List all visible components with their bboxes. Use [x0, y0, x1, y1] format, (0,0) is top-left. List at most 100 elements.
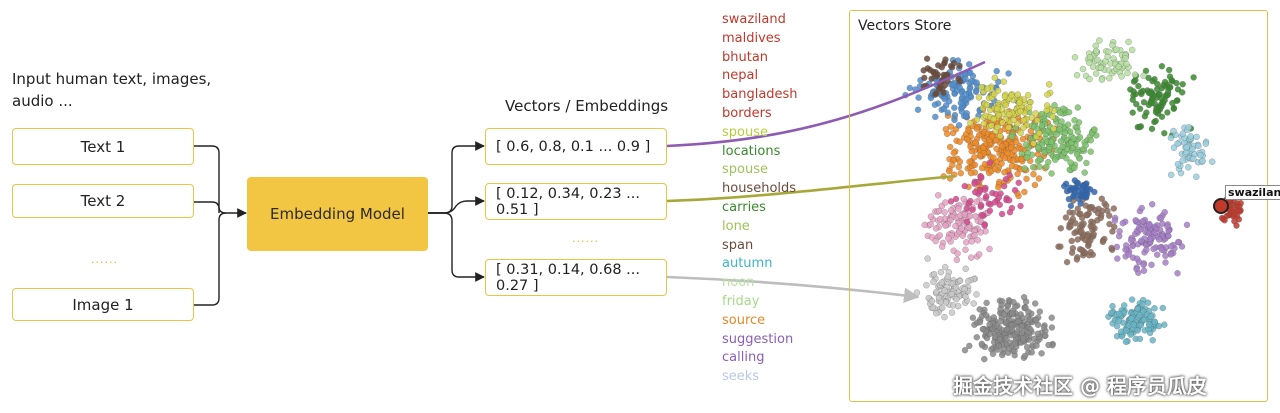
embedding-point: [972, 139, 979, 146]
embedding-point: [1148, 125, 1156, 133]
embedding-point: [953, 295, 960, 303]
embedding-point: [973, 79, 980, 86]
embedding-point: [1030, 171, 1037, 178]
embedding-point: [950, 149, 957, 157]
embedding-point: [965, 127, 972, 134]
vectors-store-title: Vectors Store: [858, 18, 952, 34]
embedding-point: [1033, 317, 1040, 324]
embedding-point: [960, 195, 967, 203]
embedding-point: [966, 342, 973, 350]
embedding-point: [1158, 63, 1166, 70]
connector-model-vec1: [428, 141, 485, 214]
embedding-point: [1066, 209, 1073, 216]
embedding-point: [923, 282, 930, 289]
embedding-point: [1149, 201, 1156, 208]
embedding-point: [1036, 163, 1043, 170]
embedding-point: [973, 334, 980, 341]
embedding-point: [947, 143, 954, 151]
embedding-point: [1020, 117, 1027, 124]
embedding-point: [966, 158, 973, 165]
embedding-point: [1083, 211, 1090, 219]
embedding-point: [999, 142, 1006, 150]
vectors-store-frame: [849, 10, 1268, 402]
embedding-point: [1071, 164, 1078, 172]
embedding-point: [997, 318, 1004, 325]
embedding-point: [984, 85, 991, 92]
embedding-point: [991, 74, 998, 81]
embedding-point: [1076, 134, 1084, 141]
embedding-point: [990, 154, 997, 161]
embedding-point: [1001, 154, 1009, 162]
embedding-point: [1164, 223, 1171, 230]
embedding-point: [955, 122, 963, 129]
embedding-point: [954, 250, 961, 257]
embedding-point: [1164, 109, 1171, 116]
embedding-point: [933, 310, 940, 317]
embedding-point: [1005, 124, 1012, 131]
embedding-point: [931, 101, 939, 108]
embedding-point: [932, 237, 939, 245]
embedding-point: [983, 101, 991, 109]
word-item: noon: [722, 275, 755, 291]
embedding-point: [975, 94, 983, 101]
embedding-point: [988, 122, 995, 129]
embedding-point: [1034, 117, 1041, 124]
embedding-point: [1042, 332, 1049, 339]
embedding-point: [1140, 261, 1147, 268]
embedding-point: [1001, 169, 1008, 176]
embedding-point: [956, 138, 963, 145]
embedding-point: [1077, 210, 1084, 217]
vector-box-1: [ 0.6, 0.8, 0.1 ... 0.9 ]: [485, 128, 667, 165]
embedding-point: [1000, 78, 1007, 85]
embedding-point: [990, 116, 997, 123]
embedding-point: [1146, 235, 1154, 242]
embedding-point: [932, 113, 939, 121]
embedding-point: [1049, 113, 1056, 120]
embedding-point: [1138, 237, 1145, 244]
word-item: carries: [722, 199, 766, 215]
embedding-point: [996, 336, 1003, 343]
embedding-point: [966, 61, 973, 68]
embedding-point: [1035, 175, 1043, 182]
input-ellipsis: ......: [91, 253, 118, 266]
embedding-point: [1010, 116, 1017, 124]
embedding-point: [1071, 229, 1078, 237]
embedding-point: [976, 131, 983, 139]
embedding-point: [1146, 222, 1153, 229]
embedding-point: [942, 263, 949, 271]
embedding-point: [1005, 70, 1012, 77]
embedding-point: [1048, 170, 1055, 177]
embedding-point: [930, 271, 938, 278]
embedding-point: [1162, 259, 1169, 266]
embedding-point: [1103, 202, 1110, 209]
embedding-point: [952, 222, 959, 230]
embedding-point: [968, 254, 975, 261]
embedding-point: [1087, 248, 1094, 256]
embedding-point: [979, 326, 987, 333]
embedding-point: [1148, 261, 1155, 268]
embedding-point: [1106, 220, 1113, 228]
embedding-point: [1002, 101, 1009, 109]
embedding-point: [1145, 321, 1153, 328]
embedding-point: [932, 225, 940, 232]
embedding-point: [1082, 142, 1089, 149]
embedding-point: [1150, 245, 1157, 253]
embedding-point: [1087, 148, 1094, 155]
embedding-point: [997, 305, 1004, 313]
embedding-point: [1008, 92, 1015, 99]
embedding-point: [973, 125, 981, 132]
embedding-point: [1175, 238, 1182, 246]
embedding-point: [915, 94, 922, 101]
input-box-text2: Text 2: [12, 184, 194, 218]
embedding-point: [970, 300, 977, 307]
embedding-point: [1140, 99, 1148, 106]
word-item: friday: [722, 293, 760, 309]
embedding-point: [951, 111, 959, 119]
embedding-point: [1032, 110, 1039, 117]
embedding-point: [966, 212, 974, 220]
embedding-point: [1018, 323, 1025, 330]
embedding-point: [940, 105, 947, 112]
embedding-point: [1020, 294, 1028, 301]
embedding-point: [906, 84, 913, 92]
